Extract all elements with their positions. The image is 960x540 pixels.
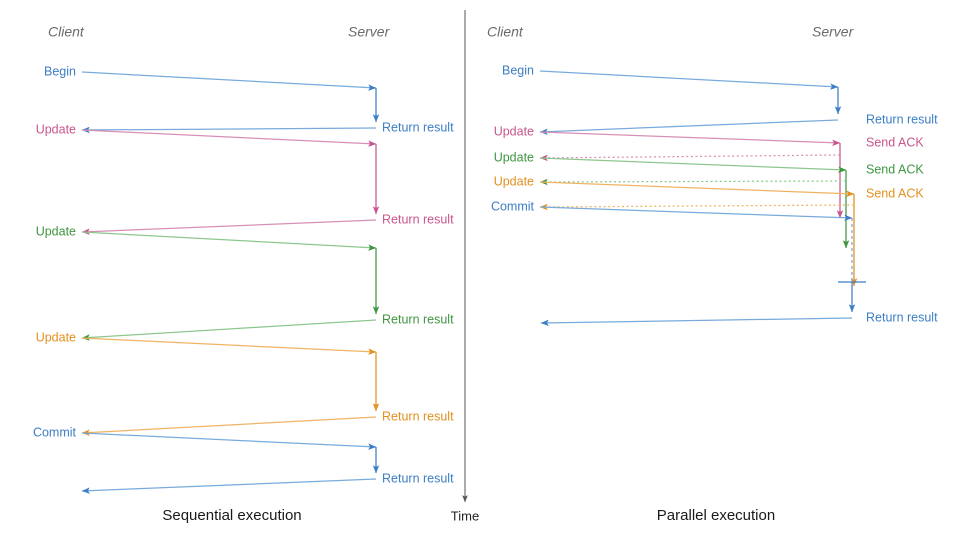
reply-arrow <box>81 416 377 436</box>
parallel-header-client: Client <box>487 24 524 40</box>
sequential-header-server: Server <box>348 24 391 40</box>
parallel-caption: Parallel execution <box>657 507 775 524</box>
client-label-update-3: Update <box>36 330 76 344</box>
sequential-panel <box>81 71 380 494</box>
reply-arrow <box>540 317 853 327</box>
request-arrow <box>81 432 377 450</box>
sequential-header-client: Client <box>48 24 85 40</box>
server-label-return-result-0: Return result <box>382 120 454 134</box>
server-label-return-result-4: Return result <box>382 471 454 485</box>
request-arrow <box>81 71 377 91</box>
request-arrow <box>539 206 853 221</box>
request-arrow <box>539 157 847 173</box>
request-arrow <box>539 70 839 90</box>
ack-arrow <box>539 154 841 162</box>
reply-arrow <box>81 478 377 494</box>
client-label-update-2: Update <box>494 150 534 164</box>
server-label-send-ack-3: Send ACK <box>866 186 924 200</box>
reply-arrow <box>81 219 377 235</box>
sequential-caption: Sequential execution <box>162 507 301 524</box>
server-label-return-result-0: Return result <box>866 112 938 126</box>
request-arrow <box>539 181 855 197</box>
request-arrow <box>81 231 377 251</box>
server-label-return-result-2: Return result <box>382 312 454 326</box>
request-arrow <box>81 337 377 355</box>
client-label-update-2: Update <box>36 224 76 238</box>
server-label-send-ack-2: Send ACK <box>866 162 924 176</box>
time-axis-label: Time <box>451 508 479 523</box>
client-label-begin-0: Begin <box>502 63 534 77</box>
client-label-commit-4: Commit <box>33 425 77 439</box>
ack-arrow <box>539 203 855 211</box>
reply-arrow <box>81 126 377 134</box>
request-arrow <box>81 129 377 147</box>
client-label-begin-0: Begin <box>44 64 76 78</box>
server-label-return-result-4: Return result <box>866 310 938 324</box>
server-label-send-ack-1: Send ACK <box>866 135 924 149</box>
time-axis-group: Time <box>451 10 479 523</box>
client-label-update-1: Update <box>36 122 76 136</box>
server-label-return-result-1: Return result <box>382 212 454 226</box>
reply-arrow <box>539 119 839 135</box>
request-arrow <box>539 131 841 146</box>
client-label-update-3: Update <box>494 174 534 188</box>
parallel-panel <box>539 70 866 327</box>
parallel-header-server: Server <box>812 24 855 40</box>
client-label-commit-4: Commit <box>491 199 535 213</box>
server-label-return-result-3: Return result <box>382 409 454 423</box>
client-label-update-1: Update <box>494 124 534 138</box>
reply-arrow <box>81 319 377 341</box>
ack-arrow <box>539 178 847 186</box>
